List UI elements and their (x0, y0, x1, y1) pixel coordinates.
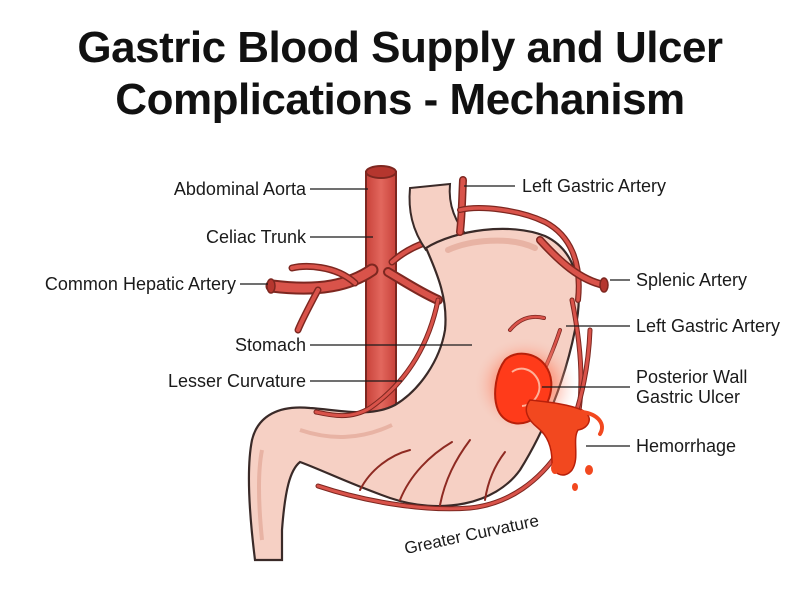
label-lesser-curvature: Lesser Curvature (168, 371, 306, 391)
splenic-artery-stub (600, 278, 608, 292)
label-ulcer-line-2: Gastric Ulcer (636, 387, 747, 407)
label-left-gastric-artery-mid: Left Gastric Artery (636, 316, 780, 336)
label-posterior-wall-ulcer: Posterior Wall Gastric Ulcer (636, 367, 747, 407)
label-common-hepatic-artery: Common Hepatic Artery (45, 274, 236, 294)
label-left-gastric-artery-top: Left Gastric Artery (522, 176, 666, 196)
label-stomach: Stomach (235, 335, 306, 355)
label-celiac-trunk: Celiac Trunk (206, 227, 306, 247)
common-hepatic-artery-stub (267, 279, 275, 293)
greater-curvature-label: Greater Curvature (403, 511, 541, 558)
label-abdominal-aorta: Abdominal Aorta (174, 179, 306, 199)
label-hemorrhage: Hemorrhage (636, 436, 736, 456)
label-splenic-artery: Splenic Artery (636, 270, 747, 290)
label-ulcer-line-1: Posterior Wall (636, 367, 747, 387)
